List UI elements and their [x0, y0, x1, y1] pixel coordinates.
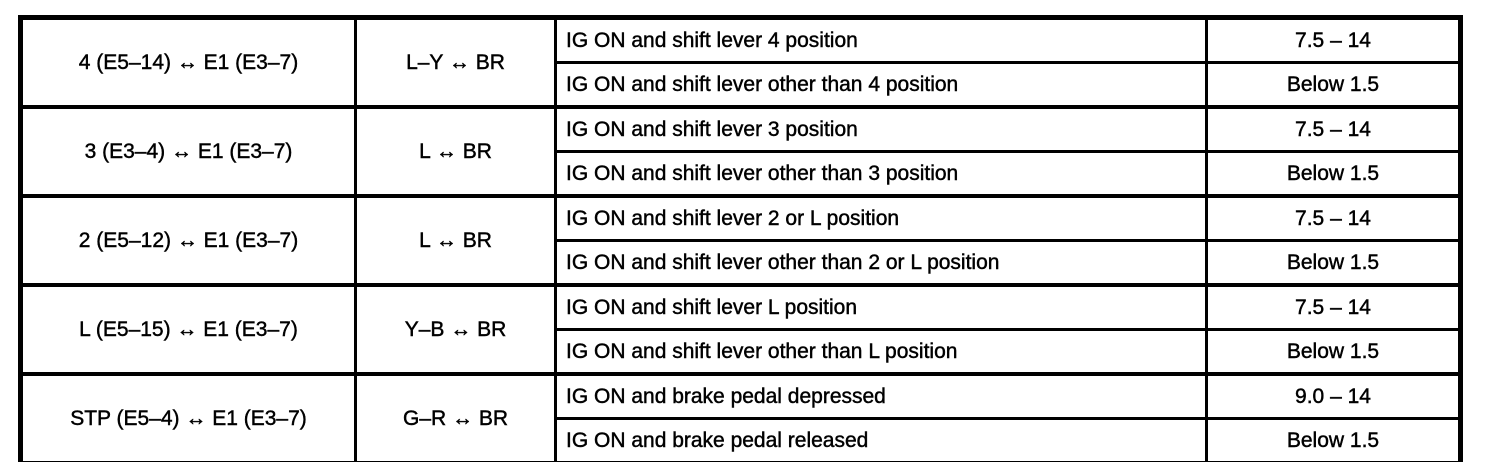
wire-color-cell: L ↔ BR — [354, 194, 557, 287]
terminal-cell: 2 (E5–12) ↔ E1 (E3–7) — [19, 194, 357, 287]
value-cell: 7.5 – 14 — [1205, 283, 1462, 331]
value-cell: 9.0 – 14 — [1205, 372, 1462, 420]
table-row: IG ON and shift lever other than 3 posit… — [21, 150, 1462, 198]
value-cell: 7.5 – 14 — [1205, 15, 1462, 64]
condition-cell: IG ON and shift lever other than L posit… — [554, 328, 1208, 376]
condition-cell: IG ON and brake pedal released — [554, 417, 1208, 462]
terminal-cell: 3 (E3–4) ↔ E1 (E3–7) — [19, 105, 357, 198]
wire-color-cell: L–Y ↔ BR — [354, 15, 557, 109]
table-row: IG ON and shift lever other than L posit… — [21, 328, 1462, 376]
value-cell: Below 1.5 — [1205, 417, 1462, 462]
table-row: L (E5–15) ↔ E1 (E3–7) Y–B ↔ BR IG ON and… — [19, 283, 1462, 376]
table-row: 3 (E3–4) ↔ E1 (E3–7) L ↔ BR IG ON and sh… — [19, 105, 1462, 198]
table-row: STP (E5–4) ↔ E1 (E3–7) G–R ↔ BR IG ON an… — [19, 372, 1462, 462]
table-row: IG ON and brake pedal released Below 1.5 — [21, 417, 1462, 462]
condition-cell: IG ON and shift lever other than 4 posit… — [554, 61, 1208, 109]
terminal-cell: L (E5–15) ↔ E1 (E3–7) — [19, 283, 357, 376]
condition-cell: IG ON and shift lever 3 position — [554, 105, 1208, 153]
condition-cell: IG ON and brake pedal depressed — [554, 372, 1208, 420]
value-cell: 7.5 – 14 — [1205, 194, 1462, 242]
condition-cell: IG ON and shift lever other than 3 posit… — [554, 150, 1208, 198]
wire-color-cell: G–R ↔ BR — [354, 372, 557, 462]
terminal-cell: 4 (E5–14) ↔ E1 (E3–7) — [19, 15, 357, 109]
terminal-cell: STP (E5–4) ↔ E1 (E3–7) — [19, 372, 357, 462]
value-cell: Below 1.5 — [1205, 150, 1462, 198]
table-row: IG ON and shift lever other than 4 posit… — [21, 61, 1462, 109]
condition-cell: IG ON and shift lever L position — [554, 283, 1208, 331]
wire-color-cell: Y–B ↔ BR — [354, 283, 557, 376]
wire-color-cell: L ↔ BR — [354, 105, 557, 198]
value-cell: Below 1.5 — [1205, 61, 1462, 109]
condition-cell: IG ON and shift lever other than 2 or L … — [554, 239, 1208, 287]
condition-cell: IG ON and shift lever 2 or L position — [554, 194, 1208, 242]
terminal-voltage-spec-table: 4 (E5–14) ↔ E1 (E3–7) L–Y ↔ BR IG ON and… — [18, 15, 1463, 462]
table-row: 4 (E5–14) ↔ E1 (E3–7) L–Y ↔ BR IG ON and… — [19, 15, 1462, 109]
table-row: IG ON and shift lever other than 2 or L … — [21, 239, 1462, 287]
value-cell: 7.5 – 14 — [1205, 105, 1462, 153]
table-row: 2 (E5–12) ↔ E1 (E3–7) L ↔ BR IG ON and s… — [19, 194, 1462, 287]
value-cell: Below 1.5 — [1205, 239, 1462, 287]
value-cell: Below 1.5 — [1205, 328, 1462, 376]
condition-cell: IG ON and shift lever 4 position — [554, 15, 1208, 64]
